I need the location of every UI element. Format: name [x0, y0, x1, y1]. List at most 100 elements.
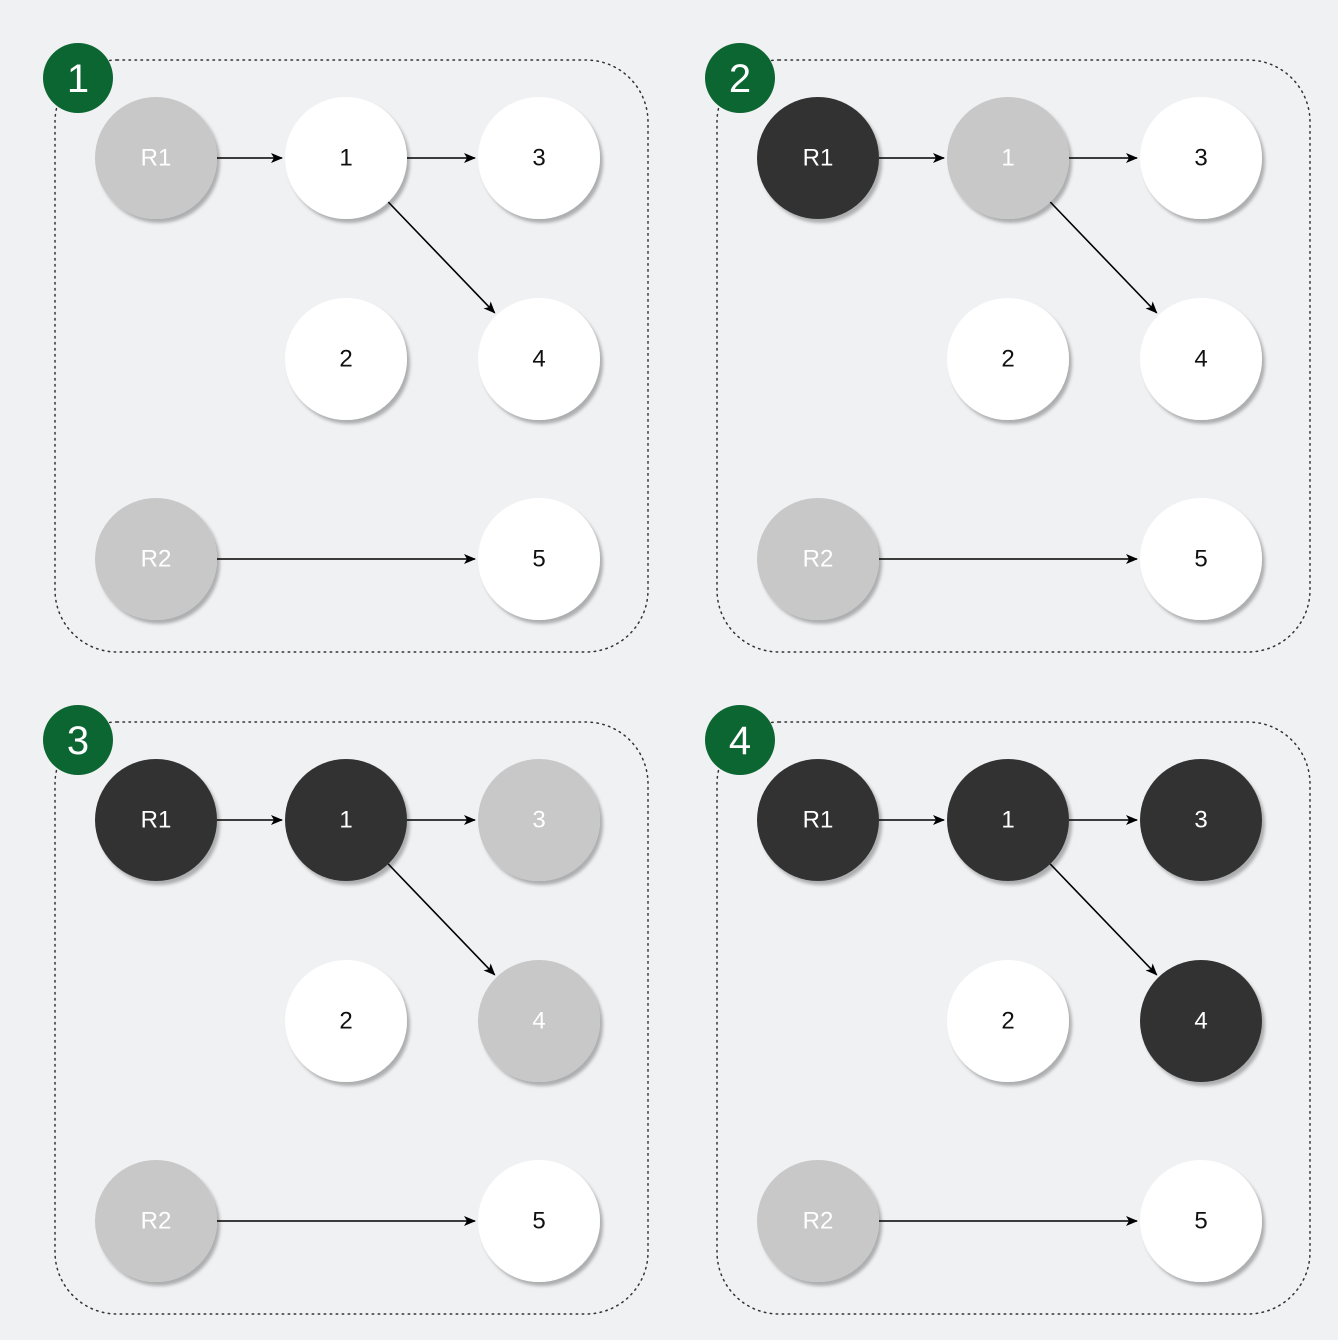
- step-badge-label: 3: [67, 719, 89, 763]
- node-3: 3: [478, 97, 600, 219]
- node-circle: [1140, 97, 1262, 219]
- node-circle: [478, 97, 600, 219]
- panel-frame: [716, 59, 1311, 653]
- node-2: 2: [285, 298, 407, 420]
- node-5: 5: [478, 1160, 600, 1282]
- node-label: 5: [532, 1208, 545, 1235]
- node-circle: [285, 759, 407, 881]
- node-3: 3: [1140, 759, 1262, 881]
- node-label: 2: [1001, 346, 1014, 373]
- step-badge-label: 1: [67, 57, 89, 101]
- node-label: 2: [339, 1008, 352, 1035]
- node-R1: R1: [95, 97, 217, 219]
- node-label: 4: [532, 1008, 545, 1035]
- node-2: 2: [947, 298, 1069, 420]
- node-4: 4: [478, 960, 600, 1082]
- node-label: 1: [1001, 807, 1014, 834]
- step-badge: 4: [705, 705, 775, 775]
- node-3: 3: [478, 759, 600, 881]
- node-label: 3: [1194, 807, 1207, 834]
- node-1: 1: [285, 97, 407, 219]
- node-circle: [1140, 1160, 1262, 1282]
- node-label: 2: [339, 346, 352, 373]
- node-label: R2: [803, 1208, 834, 1235]
- step-badge: 2: [705, 43, 775, 113]
- node-label: 1: [339, 145, 352, 172]
- node-label: 4: [532, 346, 545, 373]
- node-label: 1: [339, 807, 352, 834]
- node-label: R1: [803, 807, 834, 834]
- node-1: 1: [285, 759, 407, 881]
- panel-frame: [716, 721, 1311, 1315]
- node-label: R2: [803, 546, 834, 573]
- node-1: 1: [947, 97, 1069, 219]
- node-label: 4: [1194, 346, 1207, 373]
- node-circle: [95, 759, 217, 881]
- node-circle: [757, 97, 879, 219]
- node-R2: R2: [95, 1160, 217, 1282]
- edge-1-to-4: [1049, 863, 1158, 976]
- node-R2: R2: [757, 498, 879, 620]
- node-label: R1: [141, 807, 172, 834]
- step-badge-label: 4: [729, 719, 751, 763]
- node-circle: [1140, 759, 1262, 881]
- node-label: 3: [532, 807, 545, 834]
- step-badge-circle: [43, 43, 113, 113]
- node-label: R1: [803, 145, 834, 172]
- node-circle: [1140, 960, 1262, 1082]
- node-4: 4: [1140, 298, 1262, 420]
- panel-4: R1 1 3 2 4R2 5 4: [705, 705, 1311, 1315]
- node-circle: [757, 498, 879, 620]
- node-circle: [285, 960, 407, 1082]
- node-3: 3: [1140, 97, 1262, 219]
- node-circle: [757, 759, 879, 881]
- step-badge-circle: [705, 43, 775, 113]
- node-label: R2: [141, 1208, 172, 1235]
- step-badge-label: 2: [729, 57, 751, 101]
- node-label: 5: [532, 546, 545, 573]
- edge-1-to-4: [387, 863, 496, 976]
- node-circle: [947, 960, 1069, 1082]
- node-circle: [1140, 498, 1262, 620]
- node-1: 1: [947, 759, 1069, 881]
- edge-1-to-4: [1049, 201, 1158, 314]
- node-circle: [478, 298, 600, 420]
- node-2: 2: [947, 960, 1069, 1082]
- node-circle: [95, 97, 217, 219]
- node-2: 2: [285, 960, 407, 1082]
- node-circle: [947, 97, 1069, 219]
- node-R1: R1: [757, 97, 879, 219]
- node-circle: [285, 97, 407, 219]
- node-4: 4: [1140, 960, 1262, 1082]
- node-label: 3: [1194, 145, 1207, 172]
- node-R2: R2: [757, 1160, 879, 1282]
- node-5: 5: [478, 498, 600, 620]
- node-circle: [285, 298, 407, 420]
- node-circle: [1140, 298, 1262, 420]
- node-label: 3: [532, 145, 545, 172]
- step-badge-circle: [705, 705, 775, 775]
- node-5: 5: [1140, 498, 1262, 620]
- node-circle: [478, 498, 600, 620]
- node-circle: [478, 759, 600, 881]
- node-R2: R2: [95, 498, 217, 620]
- node-label: 4: [1194, 1008, 1207, 1035]
- node-label: 2: [1001, 1008, 1014, 1035]
- step-badge: 3: [43, 705, 113, 775]
- node-label: R2: [141, 546, 172, 573]
- panel-3: R1 1 3 2 4R2 5 3: [43, 705, 649, 1315]
- node-label: 5: [1194, 1208, 1207, 1235]
- panel-2: R1 1 3 2 4R2 5 2: [705, 43, 1311, 653]
- step-badge-circle: [43, 705, 113, 775]
- panel-frame: [54, 59, 649, 653]
- node-circle: [95, 1160, 217, 1282]
- node-circle: [757, 1160, 879, 1282]
- node-R1: R1: [95, 759, 217, 881]
- node-circle: [478, 960, 600, 1082]
- node-circle: [947, 759, 1069, 881]
- node-label: 1: [1001, 145, 1014, 172]
- node-R1: R1: [757, 759, 879, 881]
- node-4: 4: [478, 298, 600, 420]
